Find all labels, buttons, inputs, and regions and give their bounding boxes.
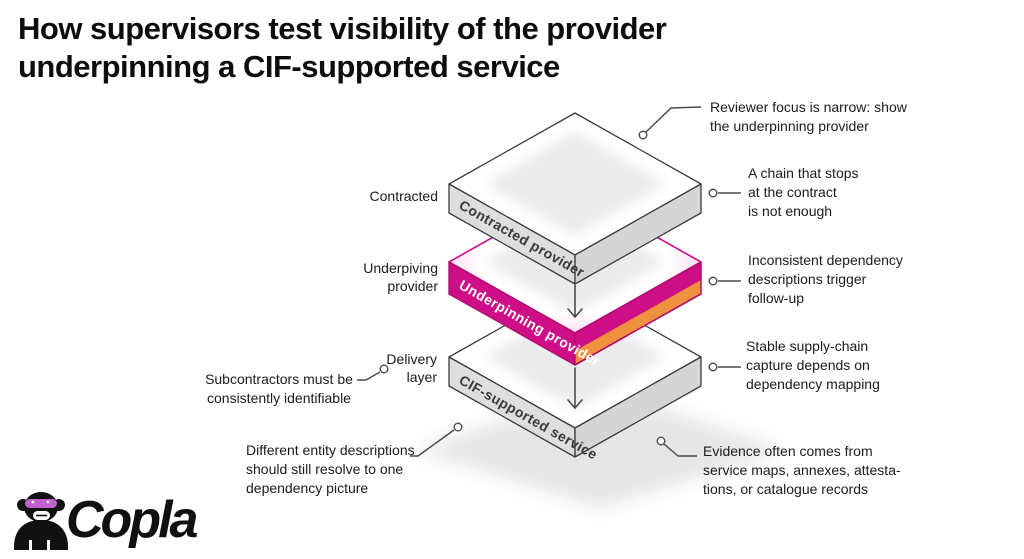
label-contracted: Contracted [369, 188, 438, 204]
annotation-reviewer-focus: Reviewer focus is narrow: show the under… [710, 99, 907, 134]
flow-arrow-top-to-middle [567, 284, 583, 319]
connector-evidence-sources [656, 436, 697, 457]
annotation-inconsistent-dependency: Inconsistent dependency descriptions tri… [748, 252, 903, 306]
connector-inconsistent-dependency [708, 276, 741, 286]
page-title: How supervisors test visibility of the p… [18, 11, 667, 84]
gorilla-icon [13, 492, 69, 551]
flow-arrow-middle-to-bottom [567, 367, 583, 410]
annotation-subcontractors: Subcontractors must be consistently iden… [205, 371, 353, 406]
annotation-evidence-sources: Evidence often comes from service maps, … [703, 443, 901, 497]
logo-wordmark: Copla [66, 491, 198, 549]
annotation-stable-supply-chain: Stable supply-chain capture depends on d… [746, 338, 880, 392]
brand-logo: Copla [10, 487, 198, 551]
label-delivery-layer: Delivery layer [386, 351, 437, 385]
label-underpinning-provider: Underpiving provider [363, 260, 438, 294]
layer-contracted-slab: Contracted provider [448, 112, 702, 285]
connector-entity-descriptions [410, 422, 463, 457]
annotation-entity-descriptions: Different entity descriptions should sti… [246, 442, 415, 496]
annotation-chain-stops: A chain that stops at the contract is no… [748, 165, 859, 219]
connector-chain-stops [708, 188, 741, 198]
orange-band [575, 280, 701, 364]
connector-reviewer-focus [638, 106, 702, 140]
connector-subcontractors [357, 364, 389, 381]
ground-shadow [415, 388, 785, 508]
connector-stable-supply-chain [708, 362, 741, 372]
